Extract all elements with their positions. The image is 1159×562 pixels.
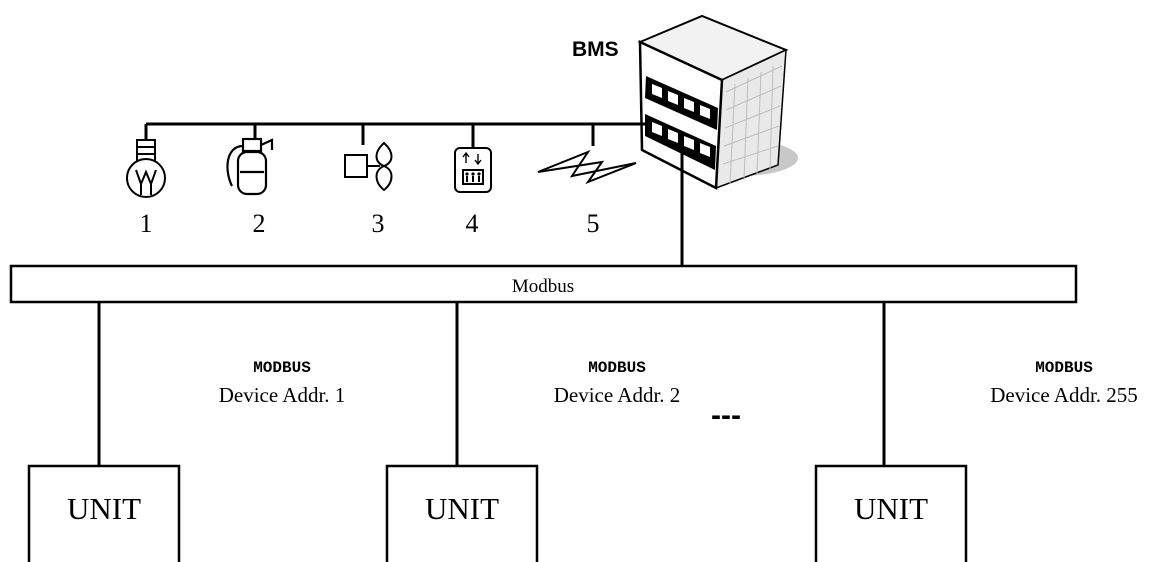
unit-box [27,464,181,562]
light-bulb-icon [126,139,166,198]
unit-drop-lines [97,302,886,466]
unit-box [814,464,968,562]
elevator-icon [454,147,492,193]
unit-box [385,464,539,562]
unit-protocol-label: MODBUS [1035,359,1093,377]
subsystem-number: 4 [466,209,479,238]
fire-extinguisher-icon [226,137,274,196]
unit-box-label: UNIT [67,491,141,526]
bms-building-icon [637,14,798,190]
unit-3: MODBUS Device Addr. 255 UNIT [814,359,1138,562]
subsystem-number: 5 [587,209,600,238]
unit-1: MODBUS Device Addr. 1 UNIT [27,359,346,562]
subsystem-number: 3 [372,209,385,238]
unit-device-address: Device Addr. 2 [554,383,681,407]
unit-protocol-label: MODBUS [253,359,311,377]
bms-label: BMS [572,38,619,61]
unit-device-address: Device Addr. 1 [219,383,346,407]
unit-2: MODBUS Device Addr. 2 UNIT [385,359,681,562]
unit-box-label: UNIT [854,491,928,526]
lightning-icon [537,149,637,185]
subsystem-bus [144,122,645,148]
unit-device-address: Device Addr. 255 [990,383,1138,407]
unit-box-label: UNIT [425,491,499,526]
fan-icon [344,141,393,192]
subsystem-number: 1 [140,209,153,238]
unit-protocol-label: MODBUS [588,359,646,377]
modbus-bar [9,264,1078,304]
ellipsis: --- [711,399,741,432]
modbus-bar-label: Modbus [512,276,574,297]
subsystem-number: 2 [253,209,266,238]
